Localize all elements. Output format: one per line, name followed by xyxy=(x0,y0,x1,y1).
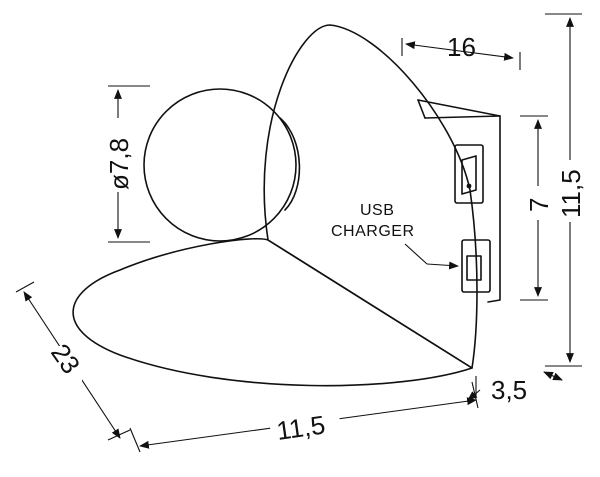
dimension-height-115: 11,5 xyxy=(545,13,586,367)
dim-label-ball-diameter: ø7,8 xyxy=(104,138,134,190)
wall-mount-box xyxy=(417,99,501,303)
dim-label-height-115: 11,5 xyxy=(556,169,586,218)
dimension-23: 23 xyxy=(15,281,131,441)
lower-plate xyxy=(72,237,473,387)
dimension-width-115: 11,5 xyxy=(129,381,479,453)
dim-label-35: 3,5 xyxy=(491,375,527,405)
dim-label-16: 16 xyxy=(447,32,476,62)
dimension-ball-diameter: ø7,8 xyxy=(104,85,150,243)
upper-shade xyxy=(263,24,478,369)
dimension-7: 7 xyxy=(520,115,554,301)
dim-label-7: 7 xyxy=(524,198,554,212)
rocker-switch-icon xyxy=(454,144,484,204)
usb-charger-label: USB CHARGER xyxy=(331,202,459,270)
dimension-16: 16 xyxy=(401,32,521,70)
dimension-35: 3,5 xyxy=(467,371,563,405)
ball-lamp xyxy=(143,88,301,242)
dim-label-width-115: 11,5 xyxy=(275,409,327,445)
usb-label-line1: USB xyxy=(360,202,394,219)
usb-label-line2: CHARGER xyxy=(331,223,415,240)
